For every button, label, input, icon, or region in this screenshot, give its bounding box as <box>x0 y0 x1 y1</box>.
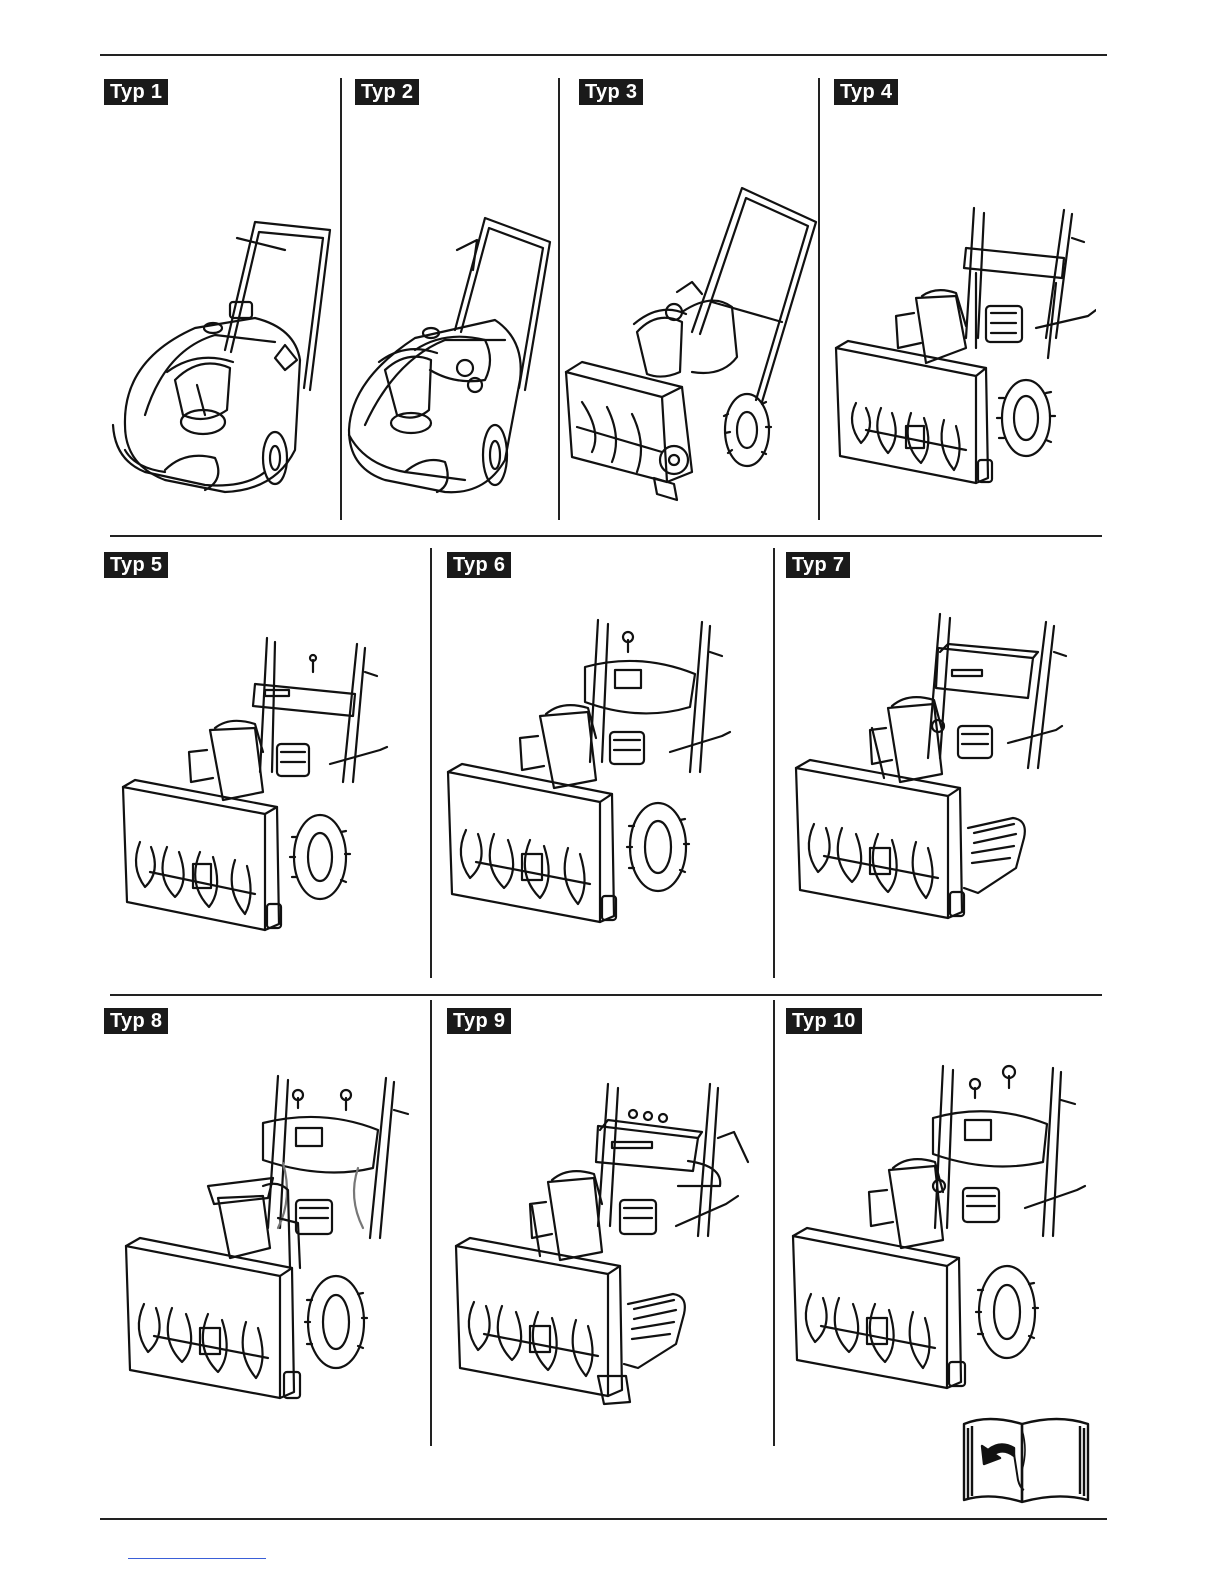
divider <box>430 548 432 978</box>
type-label: Typ 9 <box>447 1008 511 1034</box>
type-label: Typ 10 <box>786 1008 862 1034</box>
divider <box>430 1000 432 1446</box>
bottom-rule <box>100 1518 1107 1520</box>
two-stage-snow-thrower-illustration <box>118 1068 418 1418</box>
row2-bottom-rule <box>110 994 1102 996</box>
type-label: Typ 8 <box>104 1008 168 1034</box>
footnote-link-line <box>128 1558 266 1559</box>
type-label: Typ 3 <box>579 79 643 105</box>
two-stage-snow-thrower-illustration <box>440 612 750 942</box>
tracked-snow-thrower-illustration <box>448 1076 758 1416</box>
type-label: Typ 2 <box>355 79 419 105</box>
two-stage-snow-thrower-illustration <box>115 632 395 942</box>
two-stage-snow-thrower-illustration <box>785 1058 1095 1408</box>
divider <box>773 548 775 978</box>
two-stage-snow-thrower-illustration <box>826 198 1096 498</box>
divider <box>340 78 342 520</box>
tracked-snow-thrower-illustration <box>788 608 1078 938</box>
open-book-turn-page-icon <box>958 1410 1094 1506</box>
divider <box>818 78 820 520</box>
single-stage-snow-thrower-illustration <box>105 210 337 505</box>
top-rule <box>100 54 1107 56</box>
row1-bottom-rule <box>110 535 1102 537</box>
type-label: Typ 5 <box>104 552 168 578</box>
two-stage-snow-thrower-illustration <box>562 182 818 504</box>
type-label: Typ 4 <box>834 79 898 105</box>
type-label: Typ 7 <box>786 552 850 578</box>
type-label: Typ 6 <box>447 552 511 578</box>
divider <box>773 1000 775 1446</box>
single-stage-snow-thrower-illustration <box>345 210 557 505</box>
type-label: Typ 1 <box>104 79 168 105</box>
divider <box>558 78 560 520</box>
